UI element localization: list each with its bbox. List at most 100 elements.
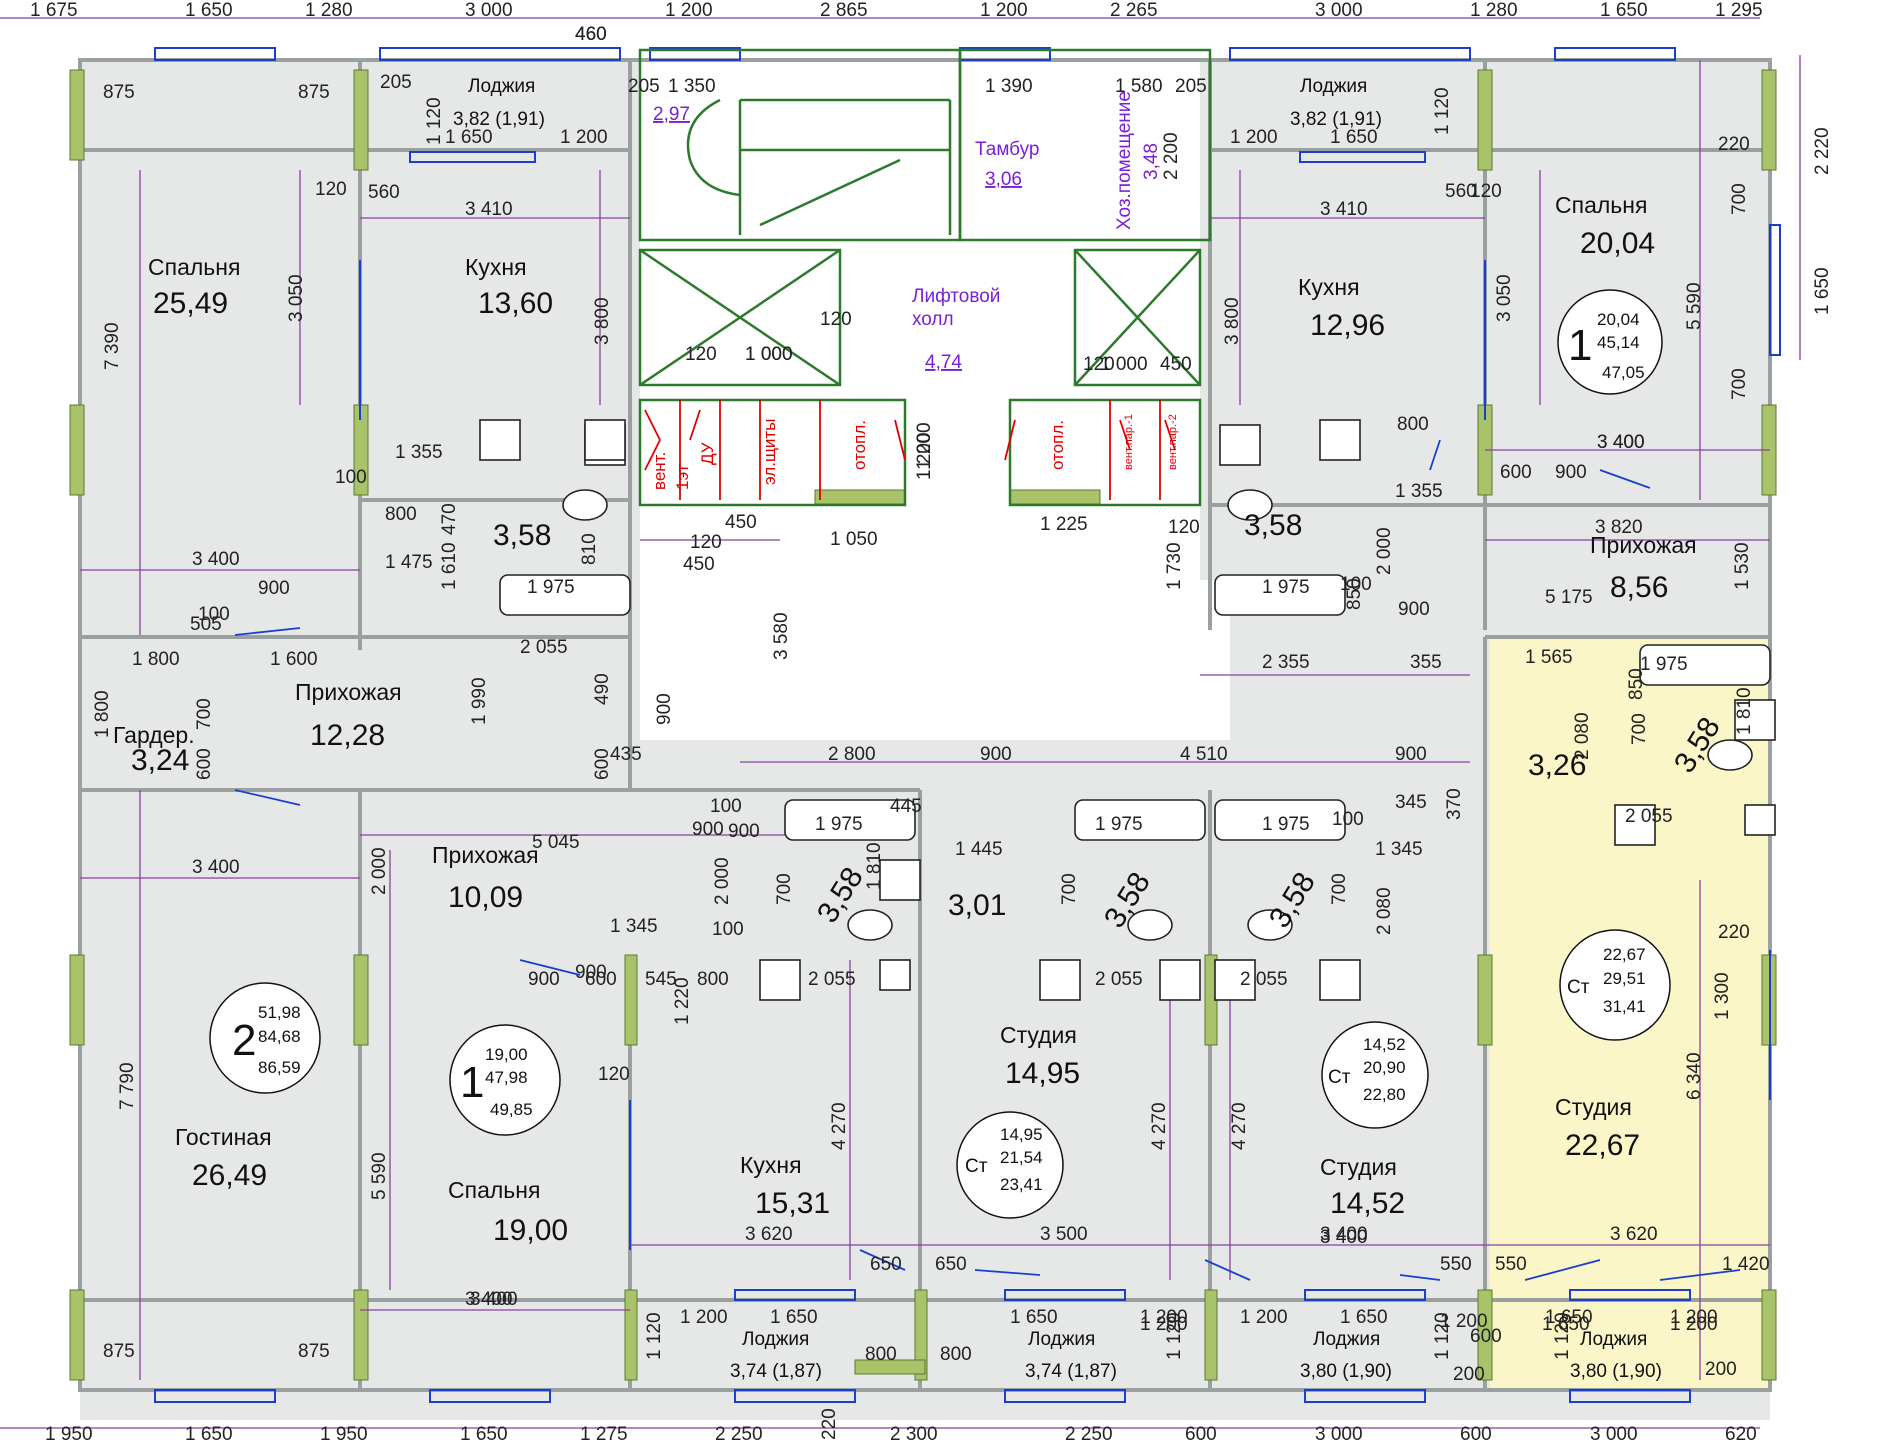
room-name: Спальня: [448, 1177, 540, 1203]
dim-label: 3 400: [192, 857, 240, 878]
room-name: Студия: [1320, 1154, 1397, 1180]
dim-label: 3 410: [1320, 199, 1368, 220]
apartment-tag: Ст 22,67 29,51 31,41: [1559, 929, 1671, 1041]
dim-label: 1 300: [1712, 972, 1733, 1020]
lift-hall-label: Лифтовой: [912, 286, 1000, 307]
dim-label: 205: [628, 76, 660, 97]
dim-label: 3 400: [192, 549, 240, 570]
bottom-dim: 600: [1185, 1424, 1217, 1445]
dim-label: 1 810: [1734, 687, 1755, 735]
dim-label: 2 000: [1374, 527, 1395, 575]
dim-label: 2 080: [1572, 712, 1593, 760]
dim-label: 1 355: [1395, 481, 1443, 502]
dim-label: 1 600: [270, 649, 318, 670]
tag-value: 20,04: [1597, 310, 1640, 329]
vent-par-label: вент.пар.-1: [1123, 414, 1135, 470]
room-area: 3,58: [493, 519, 551, 552]
room-name: Прихожая: [295, 679, 402, 705]
dim-label: 345: [1395, 792, 1427, 813]
dim-label: 205: [1175, 76, 1207, 97]
room-name: Лоджия: [1300, 76, 1367, 97]
dim-label: 600: [592, 748, 613, 780]
tag-num: 1: [460, 1058, 484, 1107]
dim-label: 3 400: [1597, 432, 1645, 453]
dim-label: 900: [258, 578, 290, 599]
room-name: Кухня: [1298, 274, 1360, 300]
room-area: 3,82 (1,91): [453, 109, 545, 130]
room-area: 3,82 (1,91): [1290, 109, 1382, 130]
dim-label: 600: [1470, 1326, 1502, 1347]
tag-value: 45,14: [1597, 333, 1640, 352]
dim-label: 1 050: [830, 529, 878, 550]
dim-label: 1 650: [1340, 1307, 1388, 1328]
room-area: 3,24: [131, 744, 189, 777]
dim-label: 2 000: [712, 857, 733, 905]
dim-label: 1 120: [1432, 87, 1453, 135]
vent-label: вент.: [650, 452, 669, 490]
dim-label: 505: [190, 614, 222, 635]
dim-label: 100: [1340, 574, 1372, 595]
dim-label: 1 800: [132, 649, 180, 670]
bottom-dim: 600: [1460, 1424, 1492, 1445]
dim-label: 205: [380, 72, 412, 93]
dim-label: 120: [598, 1064, 630, 1085]
dim-label: 2 055: [520, 637, 568, 658]
stair-area: 2,97: [653, 104, 690, 125]
dim-label: 2 000: [369, 847, 390, 895]
tag-value: 22,80: [1363, 1085, 1406, 1104]
bottom-dim: 2 250: [1065, 1424, 1113, 1445]
dim-label: 5 590: [369, 1152, 390, 1200]
dim-label: 120: [820, 309, 852, 330]
dim-label: 4 270: [1149, 1102, 1170, 1150]
wall-hatches: [69, 69, 1777, 1381]
dim-label: 1 200: [560, 127, 608, 148]
room-name: Студия: [1555, 1094, 1632, 1120]
dim-label: 1 200: [914, 422, 935, 470]
dim-label: 560: [1445, 181, 1477, 202]
dim-label: 5 590: [1684, 282, 1705, 330]
dim-label: 1 200: [1230, 127, 1278, 148]
room-name: Прихожая: [432, 842, 539, 868]
dim-label: 1 120: [644, 1312, 665, 1360]
dim-label: 545: [645, 969, 677, 990]
bottom-dim: 1 650: [185, 1424, 233, 1445]
tag-value: 19,00: [485, 1045, 528, 1064]
dim-label: 1 975: [527, 577, 575, 598]
room-name: Студия: [1000, 1022, 1077, 1048]
tag-value: 14,95: [1000, 1125, 1043, 1144]
dim-label: 120: [1083, 354, 1115, 375]
top-dim: 2 865: [820, 0, 868, 21]
bottom-dim: 1 950: [45, 1424, 93, 1445]
inner-dimension-labels: 875 875 205 1 120 1 650 1 200 120 560 3 …: [92, 24, 1770, 1440]
dim-label: 1 650: [1542, 1314, 1590, 1335]
dim-label: 1 420: [1722, 1254, 1770, 1275]
right-dim: 1 650: [1812, 267, 1833, 315]
room-area: 3,58: [1244, 509, 1302, 542]
room-name: Лоджия: [1028, 1329, 1095, 1350]
dim-label: 1 650: [770, 1307, 818, 1328]
dim-label: 700: [194, 698, 215, 730]
dim-label: 1 580: [1115, 76, 1163, 97]
room-area: 15,31: [755, 1187, 830, 1220]
dim-label: 120: [685, 344, 717, 365]
dim-label: 1 200: [1440, 1311, 1488, 1332]
top-dim: 1 650: [185, 0, 233, 21]
dim-label: 2 055: [1095, 969, 1143, 990]
dim-label: 2 055: [1625, 806, 1673, 827]
dim-label: 900: [728, 821, 760, 842]
room-name: Гардер.: [113, 722, 195, 748]
vestibule-label: Тамбур: [975, 139, 1040, 160]
tech-shafts: [644, 400, 1176, 500]
dim-label: 1 200: [1670, 1314, 1718, 1335]
tag-value: 29,51: [1603, 969, 1646, 988]
floor-label: 1эт: [673, 464, 692, 490]
dim-label: 1 975: [1640, 654, 1688, 675]
bottom-dimension-labels: 1 950 1 650 1 950 1 650 1 275 2 250 2 30…: [45, 1424, 1757, 1445]
dim-label: 1 345: [610, 916, 658, 937]
dim-label: 460: [575, 24, 607, 45]
dim-label: 220: [819, 1408, 840, 1440]
dim-label: 3 400: [1320, 1227, 1368, 1248]
dim-label: 3 050: [286, 274, 307, 322]
tag-value: 14,52: [1363, 1035, 1406, 1054]
dim-label: 1 200: [1140, 1307, 1188, 1328]
